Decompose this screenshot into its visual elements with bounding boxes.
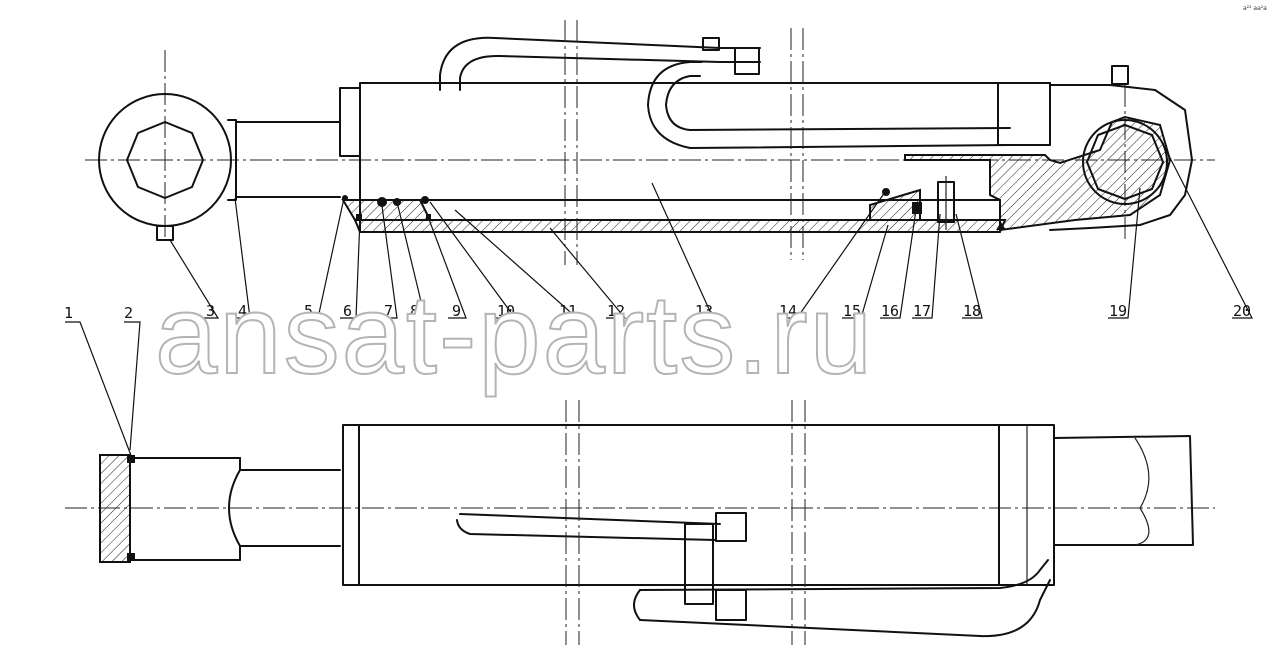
grease-nipple	[156, 225, 174, 241]
callout-9: 9	[452, 302, 461, 320]
callout-8: 8	[410, 302, 419, 320]
head-eye	[1082, 119, 1168, 205]
callout-7: 7	[384, 302, 393, 320]
callout-6: 6	[343, 302, 352, 320]
pipe-top	[439, 36, 761, 91]
callout-17: 17	[913, 302, 931, 320]
gland-flange-side	[342, 424, 360, 586]
callout-5: 5	[304, 302, 313, 320]
callout-3: 3	[206, 302, 215, 320]
watermark: ansat-parts.ru	[155, 272, 874, 397]
callout-2: 2	[124, 304, 133, 322]
barrel-wall-section	[353, 219, 1007, 233]
callout-16: 16	[881, 302, 899, 320]
callouts: 1 2 3 4 5 6 7 8 9 10 11 12 13 14 15 16 1…	[64, 147, 1253, 459]
rod-eye-side-section	[99, 454, 131, 563]
callout-19: 19	[1109, 302, 1127, 320]
rod-eye-bore	[126, 121, 204, 199]
callout-11: 11	[559, 302, 577, 320]
callout-4: 4	[238, 302, 247, 320]
pipe-clamp-side	[684, 523, 714, 605]
pipe-side-1	[456, 519, 716, 541]
callout-18: 18	[963, 302, 981, 320]
top-view	[85, 20, 1215, 265]
callout-15: 15	[843, 302, 861, 320]
bleed-screw	[1111, 65, 1129, 85]
pipe-loop	[647, 61, 1011, 149]
pipe-side-2	[639, 559, 1049, 591]
corner-mark: a²² aa²a	[1243, 5, 1267, 12]
bottom-view	[65, 400, 1215, 645]
barrel-side	[358, 424, 1000, 586]
callout-10: 10	[497, 302, 515, 320]
callout-1: 1	[64, 304, 73, 322]
callout-20: 20	[1233, 302, 1251, 320]
callout-12: 12	[607, 302, 625, 320]
piston-section	[869, 188, 921, 221]
cylinder-head-section	[904, 115, 1172, 232]
gland-flange	[339, 87, 361, 157]
callout-14: 14	[779, 302, 797, 320]
head-eye-bore	[1086, 124, 1164, 200]
callout-13: 13	[695, 302, 713, 320]
end-collar	[997, 82, 1051, 146]
